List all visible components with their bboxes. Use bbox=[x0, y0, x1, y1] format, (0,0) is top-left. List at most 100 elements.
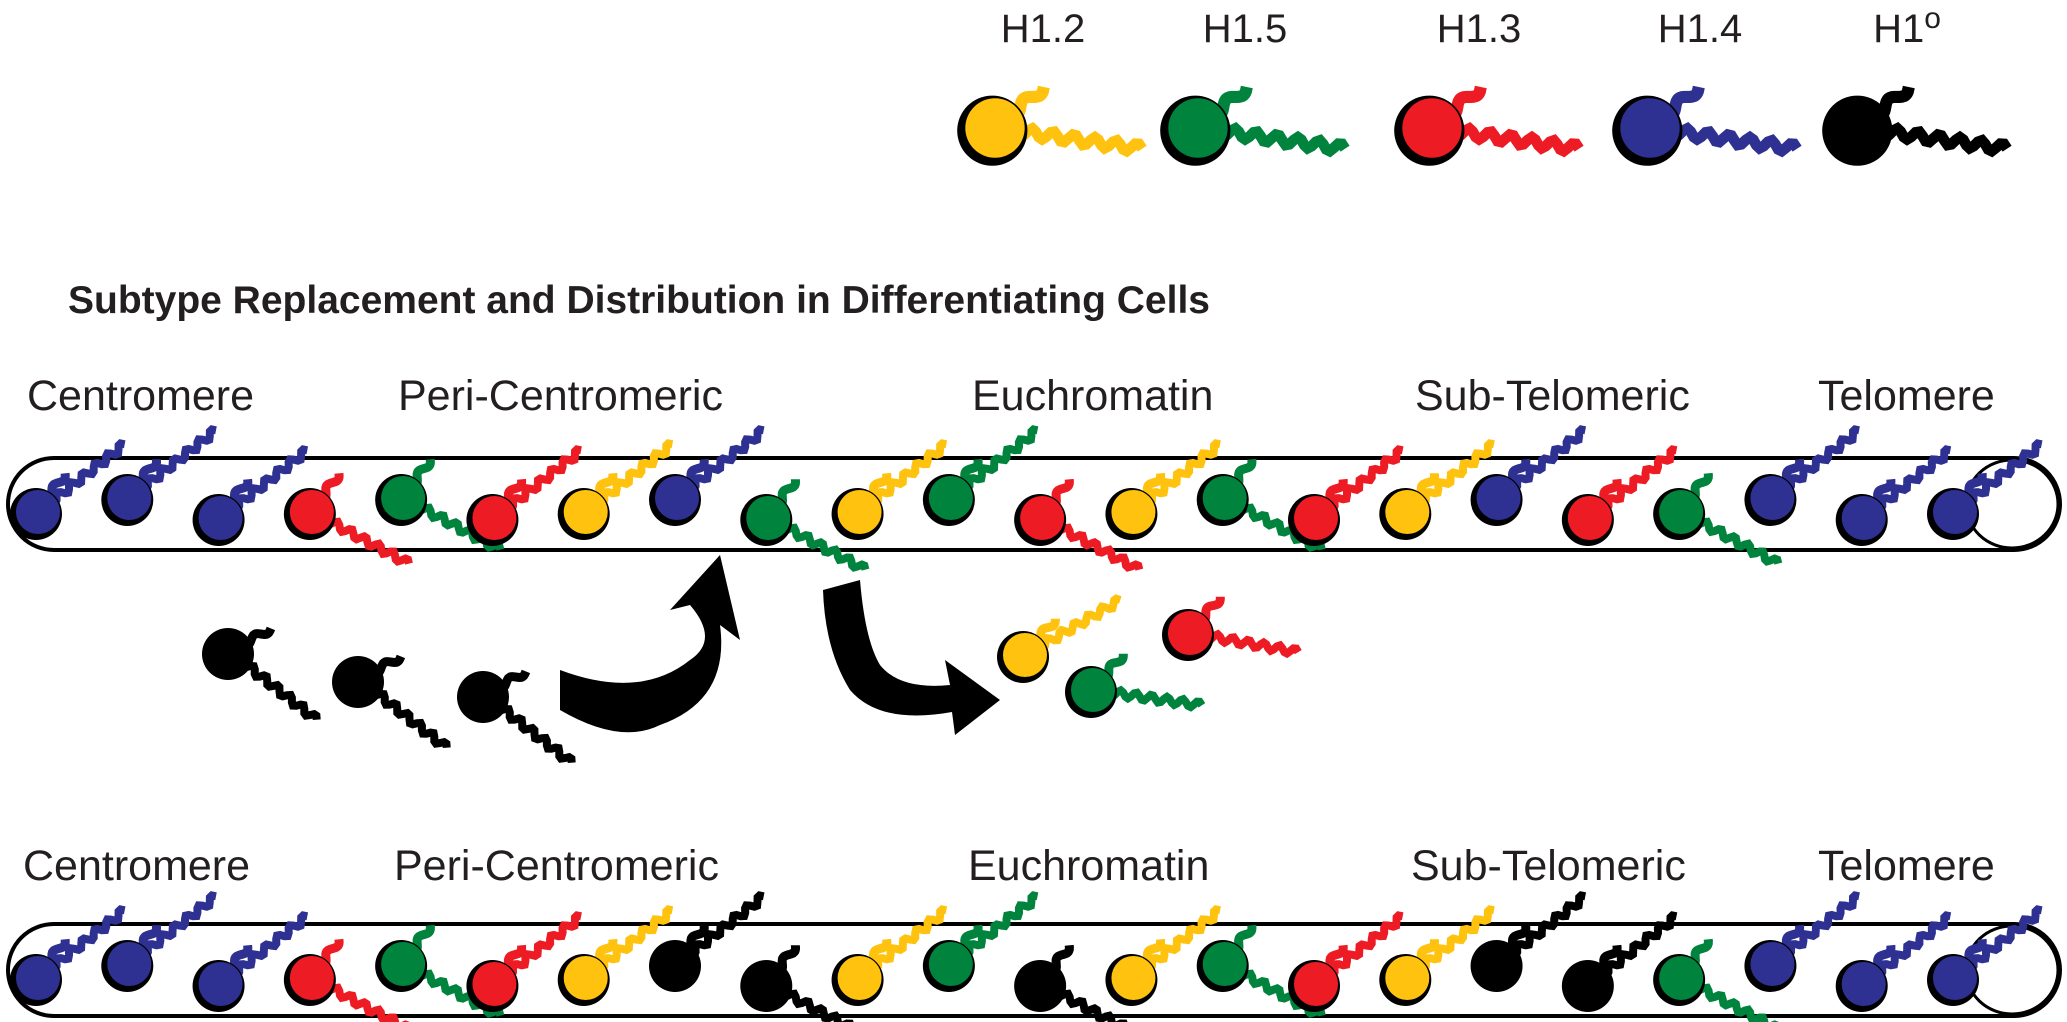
histone-globular-domain bbox=[1402, 98, 1462, 158]
histone-globular-domain bbox=[1841, 962, 1886, 1006]
incoming-histone-h1o bbox=[332, 654, 451, 748]
histone-globular-domain bbox=[965, 98, 1025, 158]
legend-icon-h1-5 bbox=[1160, 85, 1350, 166]
strand-histone-h1-4 bbox=[1744, 425, 1860, 526]
legend-icons bbox=[957, 85, 2012, 166]
legend-label-h1-4: H1.4 bbox=[1658, 7, 1743, 51]
strand-histone-h1-4 bbox=[10, 439, 126, 540]
histone-globular-domain bbox=[1841, 496, 1886, 540]
histone-globular-domain bbox=[563, 956, 608, 1000]
histone-globular-domain bbox=[1385, 956, 1430, 1000]
strand-histone-h1-2 bbox=[1379, 905, 1495, 1006]
histone-globular-domain bbox=[837, 956, 882, 1000]
region-label-centromere: Centromere bbox=[27, 372, 254, 420]
histone-globular-domain bbox=[928, 476, 973, 520]
strand-histone-h1-4 bbox=[101, 425, 217, 526]
histone-globular-domain bbox=[1620, 98, 1680, 158]
histone-globular-domain bbox=[463, 673, 507, 717]
region-label-euchromatin: Euchromatin bbox=[972, 372, 1213, 420]
histone-globular-domain bbox=[107, 942, 152, 986]
strand-histone-h1-4 bbox=[101, 891, 217, 992]
strand-histone-h1-2 bbox=[831, 439, 948, 540]
legend-icon-h1-2 bbox=[957, 85, 1147, 166]
released-histone-h1-3 bbox=[1162, 596, 1302, 661]
region-label-peri-centromeric: Peri-Centromeric bbox=[398, 372, 723, 420]
arrow-incorporation bbox=[560, 555, 740, 733]
histone-globular-domain bbox=[1168, 611, 1212, 655]
strand-histone-h1o bbox=[1014, 944, 1128, 1022]
incoming-h1o-histones bbox=[202, 626, 576, 763]
strand-top-histones bbox=[10, 425, 2043, 572]
strand-histone-h1-4 bbox=[192, 911, 309, 1012]
region-label-telomere: Telomere bbox=[1818, 372, 1995, 420]
strand-histone-h1-3 bbox=[466, 445, 582, 546]
released-histone-h1-2 bbox=[997, 594, 1122, 683]
histone-globular-domain bbox=[289, 490, 334, 534]
strand-histone-h1-4 bbox=[1470, 425, 1587, 526]
histone-globular-domain bbox=[655, 476, 699, 520]
strand-histone-h1-3 bbox=[1288, 445, 1404, 546]
region-label-sub-telomeric-bottom: Sub-Telomeric bbox=[1411, 842, 1686, 890]
legend-label-h1-5: H1.5 bbox=[1203, 7, 1288, 51]
histone-globular-domain bbox=[198, 962, 243, 1006]
histone-globular-domain bbox=[1476, 942, 1521, 986]
histone-globular-domain bbox=[472, 962, 517, 1006]
histone-globular-domain bbox=[1750, 942, 1795, 986]
histone-globular-domain bbox=[1071, 668, 1115, 712]
histone-globular-domain bbox=[472, 496, 517, 540]
histone-globular-domain bbox=[1750, 476, 1795, 520]
strand-histone-h1-5 bbox=[1653, 472, 1783, 566]
strand-histone-h1o bbox=[740, 945, 854, 1022]
chromatin-strand-top bbox=[6, 425, 2062, 572]
strand-histone-h1-2 bbox=[557, 905, 674, 1006]
strand-histone-h1-3 bbox=[283, 472, 413, 566]
diagram-title: Subtype Replacement and Distribution in … bbox=[68, 279, 1210, 322]
strand-histone-h1-3 bbox=[1561, 445, 1678, 546]
histone-globular-domain bbox=[1202, 942, 1247, 986]
strand-histone-h1-5 bbox=[922, 425, 1039, 526]
histone-globular-domain bbox=[16, 490, 60, 534]
histone-globular-domain bbox=[1111, 490, 1156, 534]
legend-icon-h1-0 bbox=[1822, 85, 2012, 166]
strand-histone-h1-5 bbox=[740, 479, 870, 572]
strand-histone-h1-2 bbox=[557, 439, 674, 540]
histone-globular-domain bbox=[655, 942, 699, 986]
released-histones bbox=[997, 594, 1302, 718]
histone-globular-domain bbox=[1168, 98, 1228, 158]
strand-histone-h1o bbox=[649, 891, 765, 992]
region-label-peri-centromeric-bottom: Peri-Centromeric bbox=[394, 842, 719, 890]
legend-label-h1-2: H1.2 bbox=[1001, 7, 1086, 51]
histone-globular-domain bbox=[1020, 962, 1065, 1006]
histone-globular-domain bbox=[1659, 490, 1704, 534]
chromatin-strand-bottom bbox=[6, 891, 2062, 1022]
region-labels-top: Centromere Peri-Centromeric Euchromatin … bbox=[27, 372, 1995, 420]
histone-globular-domain bbox=[16, 956, 60, 1000]
histone-globular-domain bbox=[1476, 476, 1521, 520]
strand-histone-h1-3 bbox=[1288, 911, 1404, 1012]
legend-label-h1-0: H1o bbox=[1873, 2, 1941, 51]
histone-globular-domain bbox=[338, 658, 382, 702]
region-label-sub-telomeric: Sub-Telomeric bbox=[1415, 372, 1690, 420]
strand-histone-h1o bbox=[1470, 891, 1587, 992]
strand-histone-h1-4 bbox=[10, 905, 126, 1006]
strand-histone-h1-2 bbox=[1105, 905, 1221, 1006]
legend: H1.2 H1.5 H1.3 H1.4 H1o bbox=[957, 2, 2012, 166]
legend-icon-h1-3 bbox=[1394, 85, 1584, 166]
histone-globular-domain bbox=[107, 476, 152, 520]
strand-histone-h1-5 bbox=[375, 924, 505, 1018]
exchange-area bbox=[202, 555, 1302, 763]
strand-histone-h1-5 bbox=[1653, 938, 1780, 1022]
strand-bottom-histones bbox=[10, 891, 2043, 1022]
histone-globular-domain bbox=[1830, 98, 1890, 158]
strand-histone-h1-4 bbox=[1835, 911, 1952, 1012]
strand-histone-h1-4 bbox=[1835, 445, 1952, 546]
legend-icon-h1-4 bbox=[1612, 85, 1802, 166]
histone-globular-domain bbox=[381, 942, 426, 986]
histone-globular-domain bbox=[563, 490, 608, 534]
region-labels-bottom: Centromere Peri-Centromeric Euchromatin … bbox=[23, 842, 1995, 890]
region-label-centromere-bottom: Centromere bbox=[23, 842, 250, 890]
histone-globular-domain bbox=[746, 496, 791, 540]
strand-histone-h1-4 bbox=[192, 445, 309, 546]
